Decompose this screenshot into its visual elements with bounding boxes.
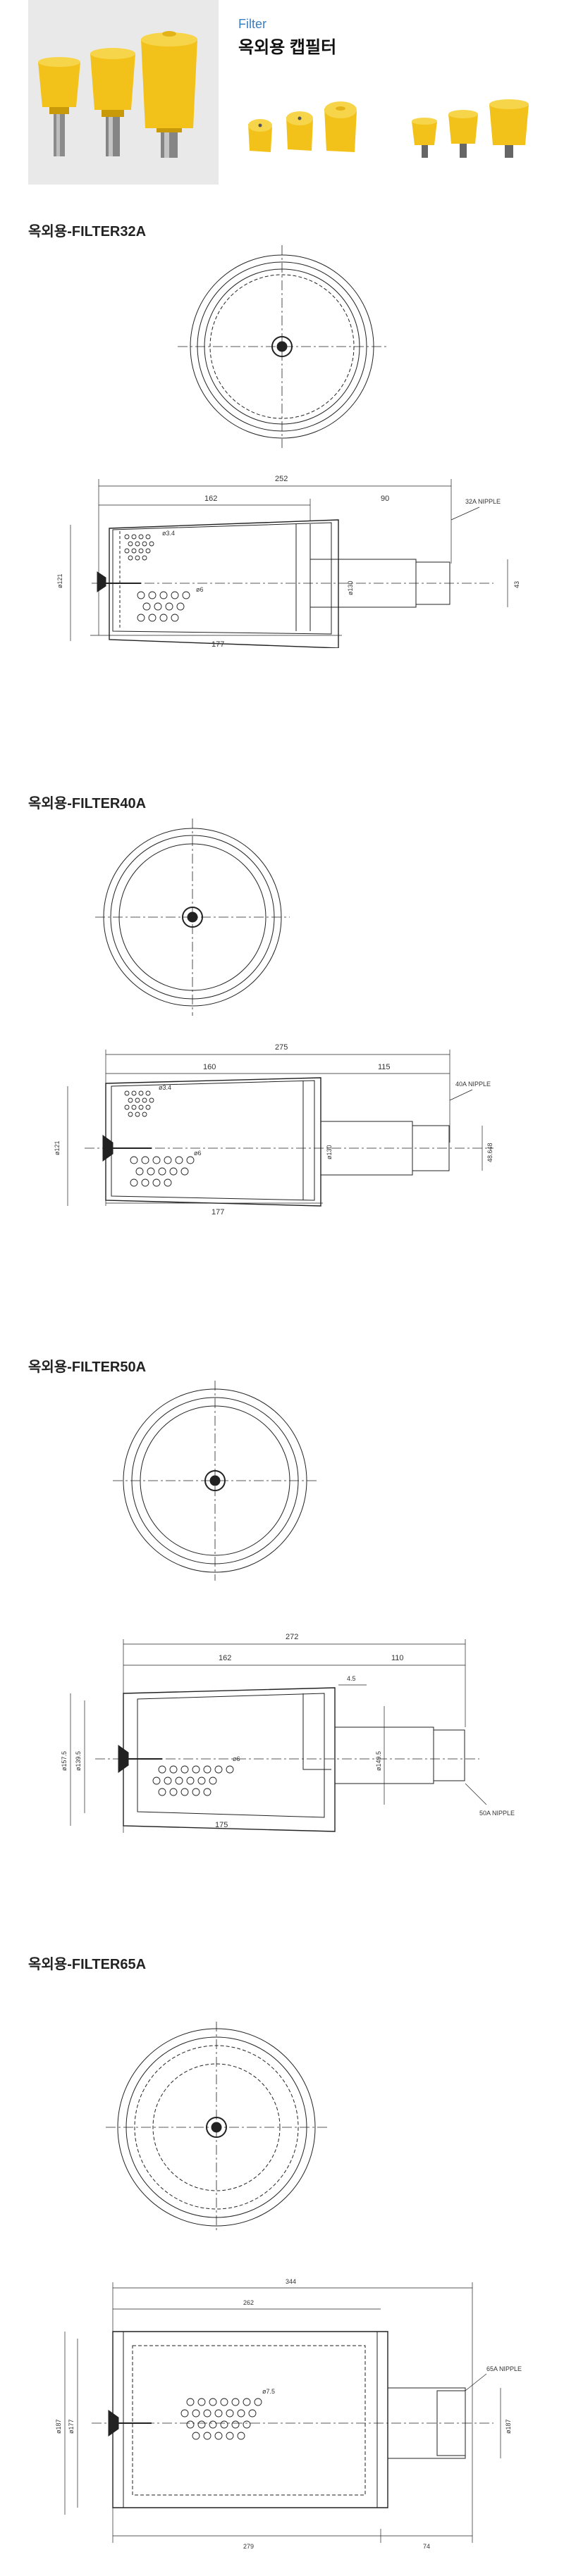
dim-left-dia-32a: ø121: [56, 573, 63, 588]
section-title-40a: 옥외용-FILTER40A: [28, 796, 147, 811]
dim-bottom-50a: 175: [215, 1821, 228, 1829]
drawing-32a: 252 162 90 177 ø3.4 ø6 ø121 ø130 43 32A …: [56, 245, 520, 648]
dim-right-dia-65a: ø187: [505, 2419, 512, 2434]
dim-left-dia-40a: ø121: [54, 1140, 61, 1155]
dim-total-50a: 272: [286, 1633, 298, 1641]
side-view-65a: [64, 2282, 501, 2543]
drawing-65a: 344 262 279 74 ø7.5 ø187 ø177 ø187 65A N…: [55, 2022, 522, 2550]
section-title-32a: 옥외용-FILTER32A: [28, 224, 147, 239]
variant-group-side: [412, 99, 529, 158]
dim-bottom-a-65a: 279: [243, 2543, 254, 2550]
dim-hole-b-50a: ø6: [233, 1755, 240, 1762]
drawing-40a: 275 160 115 177 ø3.4 ø6 ø121 ø130 48.648…: [54, 819, 494, 1217]
hole-pattern-50a: [152, 1765, 234, 1796]
nipple-label-32a: 32A NIPPLE: [465, 498, 501, 505]
hole-pattern-32a: [124, 534, 190, 622]
top-view-65a: [106, 2022, 327, 2233]
dim-total-32a: 252: [275, 475, 288, 483]
dim-hole-a-32a: ø3.4: [162, 530, 175, 537]
product-title: 옥외용 캡필터: [238, 38, 337, 57]
product-variants: [248, 99, 529, 158]
dim-body-65a: 262: [243, 2299, 254, 2306]
large-cap-filter: [141, 31, 197, 158]
section-title-65a: 옥외용-FILTER65A: [28, 1957, 147, 1972]
dim-bottom-b-65a: 74: [423, 2543, 430, 2550]
dim-pipe-32a: 90: [381, 494, 389, 503]
dim-right-32a: 43: [513, 581, 520, 588]
category-label: Filter: [238, 17, 266, 31]
dim-pipe-40a: 115: [378, 1063, 391, 1071]
dim-inner-dia-50a: ø149.5: [375, 1751, 382, 1771]
hole-pattern-65a: [180, 2398, 262, 2440]
dim-offset-50a: 4.5: [347, 1675, 356, 1682]
top-view-40a: [95, 819, 290, 1016]
dim-pipe-50a: 110: [391, 1654, 404, 1662]
nipple-label-65a: 65A NIPPLE: [486, 2365, 522, 2372]
medium-cap-filter: [90, 48, 135, 156]
nipple-label-40a: 40A NIPPLE: [455, 1081, 491, 1088]
dim-bottom-32a: 177: [212, 640, 224, 648]
dim-total-40a: 275: [275, 1043, 288, 1052]
dim-left-dia-b-50a: ø139.5: [75, 1751, 82, 1771]
top-view-50a: [113, 1381, 317, 1581]
side-view-50a: [70, 1639, 487, 1833]
dim-hole-b-32a: ø6: [196, 586, 204, 593]
dim-bottom-40a: 177: [212, 1208, 224, 1217]
side-view-32a: [70, 479, 508, 648]
dim-hole-b-65a: ø7.5: [262, 2388, 275, 2395]
side-view-40a: [67, 1050, 494, 1207]
hole-pattern-40a: [124, 1090, 195, 1187]
top-view-32a: [178, 245, 386, 448]
dim-body-32a: 162: [204, 494, 217, 503]
drawing-50a: 272 162 110 4.5 175 ø6 ø157.5 ø139.5 ø14…: [61, 1381, 515, 1833]
dim-inner-dia-32a: ø130: [347, 580, 354, 595]
dim-body-40a: 160: [203, 1063, 216, 1071]
nipple-label-50a: 50A NIPPLE: [479, 1810, 515, 1817]
small-cap-filter: [38, 57, 80, 156]
dim-left-dia-a-65a: ø187: [55, 2419, 62, 2434]
section-title-50a: 옥외용-FILTER50A: [28, 1359, 147, 1375]
dim-total-65a: 344: [286, 2278, 296, 2285]
dim-body-50a: 162: [219, 1654, 231, 1662]
product-header: Filter 옥외용 캡필터: [28, 0, 536, 190]
dim-left-dia-a-50a: ø157.5: [61, 1751, 68, 1771]
dim-hole-b-40a: ø6: [194, 1150, 202, 1157]
dim-inner-dia-40a: ø130: [326, 1145, 333, 1159]
dim-right-40a: 48.648: [486, 1143, 494, 1162]
dim-hole-a-40a: ø3.4: [159, 1084, 171, 1091]
product-photo: [28, 0, 219, 185]
dim-left-dia-b-65a: ø177: [68, 2419, 75, 2434]
product-photo-drawing: [38, 31, 197, 158]
variant-group-front: [248, 101, 357, 152]
